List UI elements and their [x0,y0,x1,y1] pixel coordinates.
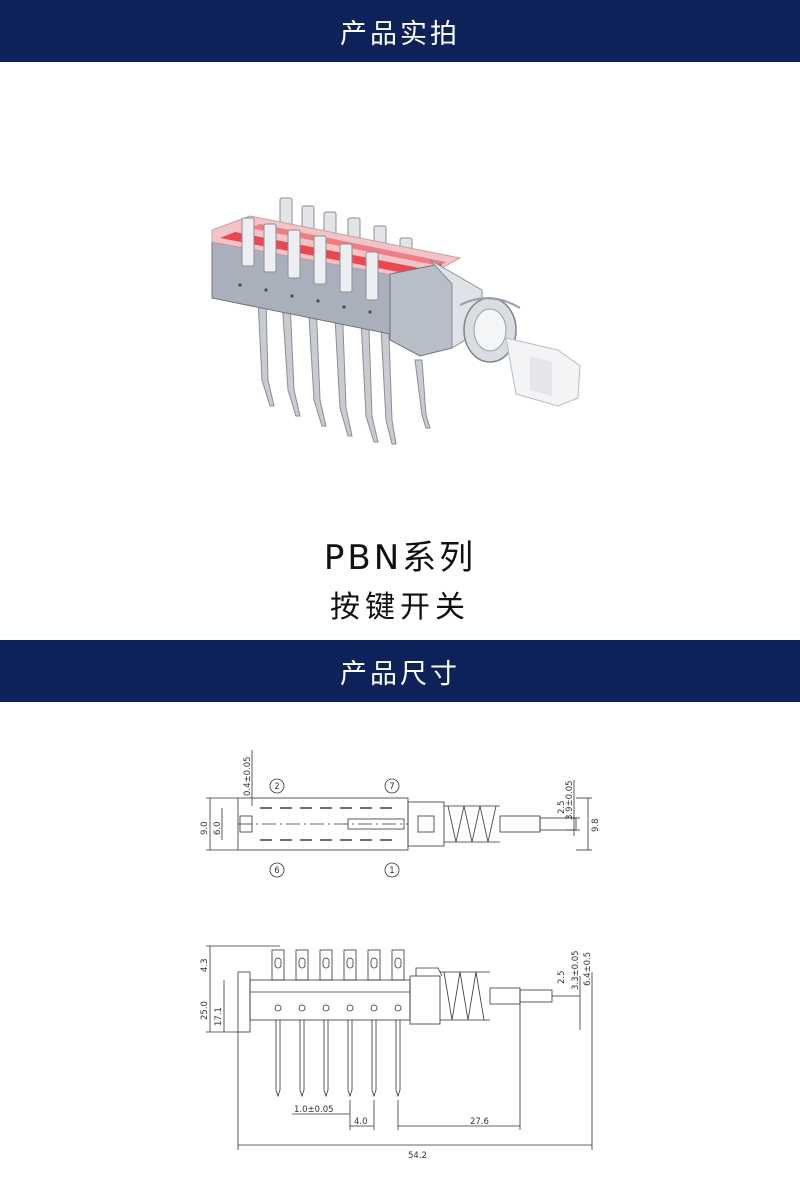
dimension-drawing: 2 7 6 1 0.4±0.05 9.0 6.0 2.5 3.9±0.05 9.… [200,750,601,1161]
dim-pin-pitch: 4.0 [354,1117,368,1127]
pin-mark-7: 7 [389,782,394,792]
dim-height-outer: 9.0 [200,821,210,835]
dim-plunger-full: 9.8 [591,818,601,832]
dim-height-17: 17.1 [214,1007,224,1026]
series-title: PBN系列 [323,538,477,578]
dim-pitch-tol: 0.4±0.05 [243,756,253,796]
dim-total-len: 54.2 [408,1151,427,1161]
top-terminals-front [241,217,379,301]
product-type: 按键开关 [330,590,470,625]
section-title-photo: 产品实拍 [340,18,460,50]
side-view-flange [237,971,251,1033]
section-banner-dimensions: 产品尺寸 [0,640,800,702]
dim-plunger-len: 27.6 [470,1117,489,1127]
dim-height-25: 25.0 [200,1001,210,1020]
dim-plunger-small: 2.5 [557,800,567,814]
pin-mark-2: 2 [274,782,279,792]
pin-marks: 2 7 6 1 [274,782,394,876]
pin-mark-1: 1 [389,866,394,876]
dim-height-inner: 6.0 [213,821,223,835]
dim-plunger-tol1: 3.3±0.05 [571,950,581,990]
plunger-cap [505,337,581,407]
plunger-spring [459,297,521,363]
dim-side-plunger-small: 2.5 [557,970,567,984]
pin-mark-6: 6 [274,866,279,876]
section-title-dimensions: 产品尺寸 [340,658,460,690]
product-photo [211,197,581,445]
section-banner-photo: 产品实拍 [0,0,800,62]
dim-pin-width: 1.0±0.05 [294,1105,334,1115]
dim-top-4-3: 4.3 [200,958,210,972]
dim-plunger-tol2: 6.4±0.5 [583,952,593,986]
dim-plunger-tol: 3.9±0.05 [565,780,575,820]
